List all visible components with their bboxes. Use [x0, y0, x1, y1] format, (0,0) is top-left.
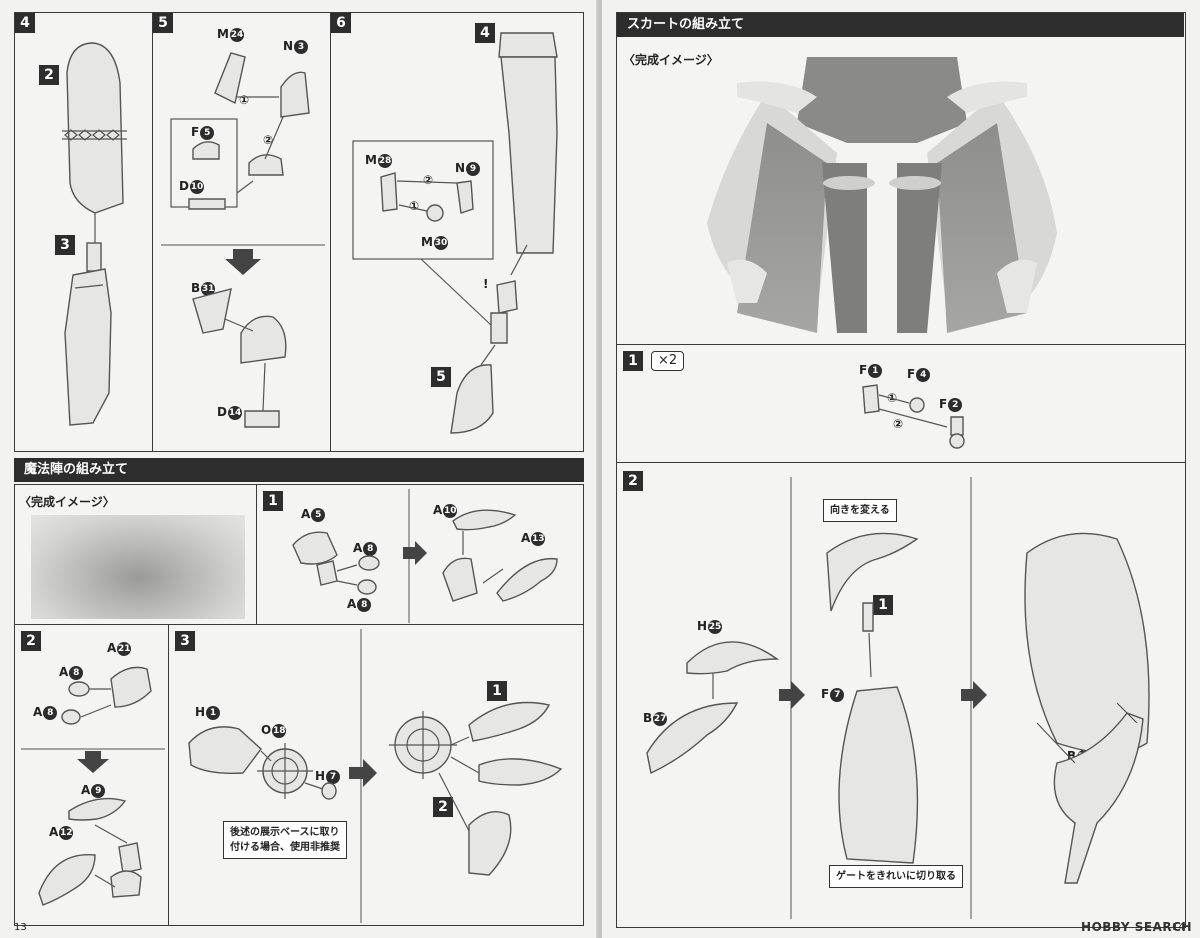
skirt-section-title: スカートの組み立て — [617, 13, 1184, 37]
step6-order-2: ② — [423, 173, 434, 187]
part-3-marker: 3 — [55, 235, 75, 255]
hobby-search-watermark: HOBBY SEARCH — [1081, 920, 1192, 934]
magic-part-1-marker: 1 — [487, 681, 507, 701]
skirt-step-1-number: 1 — [623, 351, 643, 371]
right-page: スカートの組み立て 〈完成イメージ〉 1 ×2 — [602, 0, 1200, 938]
step-6-number: 6 — [331, 13, 351, 33]
page-number-right: 14 — [1172, 922, 1185, 933]
skirt-part-1-marker: 1 — [873, 595, 893, 615]
step6-illustration — [352, 32, 558, 434]
quantity-x2-badge: ×2 — [651, 351, 685, 371]
skirt-step2-illustration — [646, 477, 1150, 919]
page-number-left: 13 — [14, 922, 27, 933]
magic-part-2-marker: 2 — [433, 797, 453, 817]
magic-step-3-number: 3 — [175, 631, 195, 651]
step5-illustration — [161, 52, 325, 428]
step6-order-1: ① — [409, 199, 420, 213]
step-4-number: 4 — [15, 13, 35, 33]
turn-direction-note: 向きを変える — [823, 499, 897, 522]
magic-circle-image-panel: 〈完成イメージ〉 — [14, 484, 258, 626]
skirt-photo — [707, 57, 1057, 333]
part-4-marker: 4 — [475, 23, 495, 43]
clean-gate-note: ゲートをきれいに切り取る — [829, 865, 963, 888]
page-gutter — [596, 0, 604, 938]
display-base-warning-note: 後述の展示ベースに取り 付ける場合、使用非推奨 — [223, 821, 347, 859]
magic-step-2-number: 2 — [21, 631, 41, 651]
magic-step-1-number: 1 — [263, 491, 283, 511]
skirt-step-2-panel: 2 向きを変える H25 B27 1 F7 B21 ゲートをきれいに切り取る — [616, 462, 1186, 928]
magic-circle-photo — [31, 515, 245, 619]
step-5-number: 5 — [153, 13, 173, 33]
skirt-step1-illustration — [862, 384, 965, 449]
step5-order-1: ① — [239, 93, 250, 107]
skirt-completed-image-label: 〈完成イメージ〉 — [623, 53, 719, 67]
skirt-step-2-number: 2 — [623, 471, 643, 491]
skirt-image-panel: スカートの組み立て 〈完成イメージ〉 — [616, 12, 1186, 346]
step-4-panel: 4 2 3 — [14, 12, 154, 452]
step6-warning-mark: ! — [483, 277, 489, 291]
part-2-marker: 2 — [39, 65, 59, 85]
part-5-marker: 5 — [431, 367, 451, 387]
magic-circle-section-title: 魔法陣の組み立て — [14, 458, 584, 482]
magic-step1-illustration — [292, 489, 558, 623]
magic-step3-illustration — [188, 629, 563, 923]
leg-upper-illustration — [62, 42, 127, 426]
skirt1-order-2: ② — [893, 417, 904, 431]
completed-image-label: 〈完成イメージ〉 — [19, 495, 115, 509]
magic-step2-illustration — [21, 666, 165, 906]
step5-order-2: ② — [263, 133, 274, 147]
